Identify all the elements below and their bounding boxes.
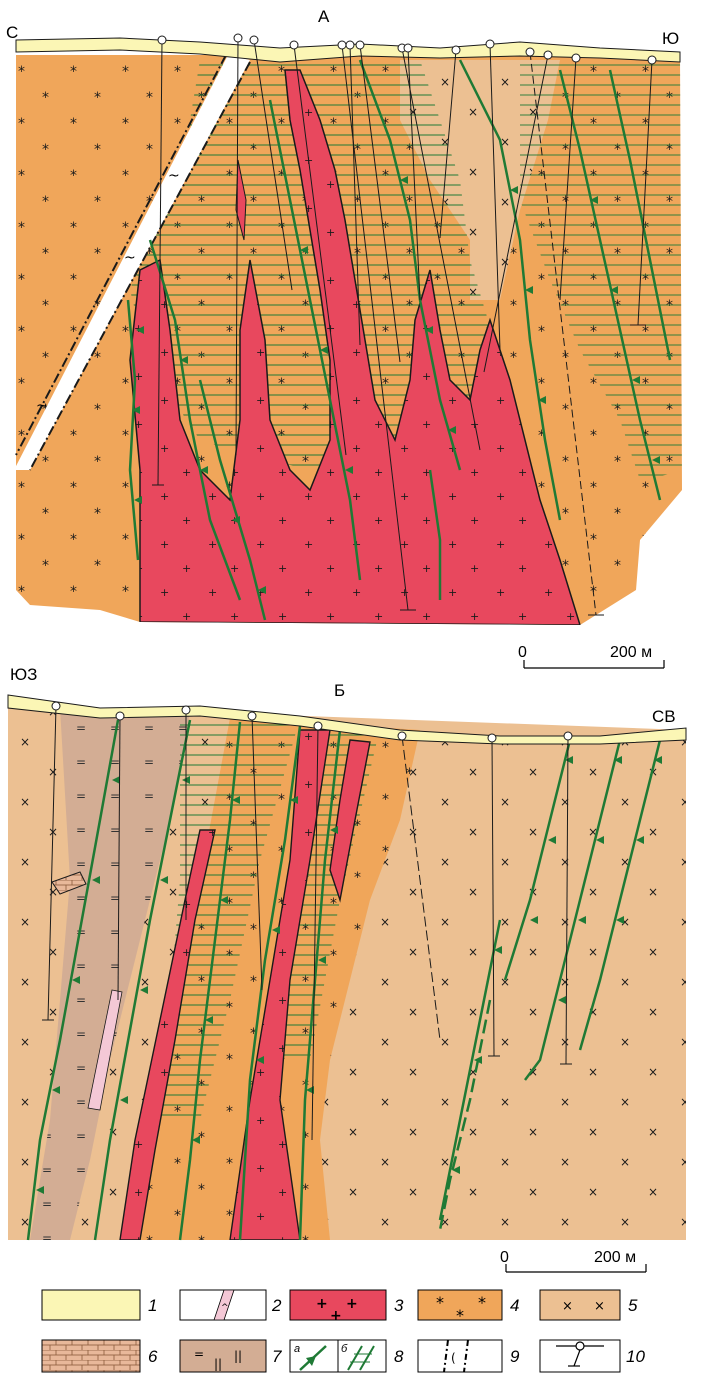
section-b-limestone-block	[51, 871, 87, 895]
section-b-scale-bar: 0 200 м	[500, 1249, 647, 1273]
svg-text:||: ||	[234, 1349, 242, 1363]
section-b-scale-zero: 0	[500, 1249, 509, 1266]
svg-text:*: *	[456, 1306, 464, 1325]
svg-text:~: ~	[168, 168, 180, 184]
svg-text:||: ||	[214, 1357, 222, 1371]
section-a-scale-zero: 0	[518, 644, 527, 661]
svg-text:+: +	[330, 1308, 342, 1324]
section-a-thrust-marks	[132, 176, 660, 594]
legend-item-1: 1	[41, 1289, 157, 1321]
legend-item-10: 10	[539, 1339, 645, 1373]
svg-text:*: *	[436, 1293, 444, 1312]
svg-text:×: ×	[594, 1299, 605, 1314]
svg-text:+: +	[346, 1296, 358, 1312]
section-a-hatched-zone	[130, 60, 500, 480]
legend-num-3: 3	[394, 1296, 404, 1315]
legend-item-4: * * * 4	[417, 1289, 519, 1325]
svg-text:=: =	[194, 1347, 204, 1361]
legend-num-2: 2	[271, 1296, 282, 1315]
section-a-label: А	[318, 7, 330, 26]
section-a-right-direction: Ю	[662, 29, 679, 48]
legend-item-6: 6	[41, 1339, 158, 1373]
section-b-borehole-heads	[51, 701, 573, 743]
section-b-boreholes	[42, 705, 572, 1141]
legend-item-8: а б 8	[289, 1339, 404, 1373]
section-a-fault-dike	[14, 55, 250, 470]
section-a-boreholes	[152, 37, 653, 616]
section-b-zone-boundaries	[26, 719, 662, 1241]
legend-num-5: 5	[628, 1296, 638, 1315]
section-a-scale-end: 200 м	[610, 644, 652, 661]
section-a-surface-cover	[15, 37, 681, 63]
section-b-surface-cover	[7, 694, 687, 745]
section-a-scale-bar: 0 200 м	[518, 644, 665, 669]
legend-item-5: × × 5	[539, 1289, 638, 1321]
svg-text:*: *	[478, 1293, 486, 1312]
legend-num-8: 8	[394, 1347, 404, 1366]
svg-text:×: ×	[562, 1299, 573, 1314]
svg-text:~: ~	[36, 398, 48, 414]
section-a-left-direction: С	[6, 23, 18, 42]
legend-8-sub-b: б	[341, 1343, 348, 1355]
svg-text:(: (	[451, 1351, 456, 1365]
svg-text:^: ^	[221, 1303, 229, 1313]
legend-item-9: ( 9	[417, 1339, 520, 1373]
legend-8-sub-a: а	[294, 1343, 300, 1355]
section-b-left-direction: ЮЗ	[10, 665, 37, 684]
legend-item-3: + + + 3	[289, 1289, 404, 1324]
section-b: ЮЗ Б СВ 0 200 м	[7, 665, 687, 1273]
section-b-dike	[87, 989, 123, 1111]
section-b-scale-end: 200 м	[594, 1249, 636, 1266]
legend: 1 ^ 2 + + + 3 * * * 4 × × 5	[41, 1289, 645, 1373]
section-b-right-direction: СВ	[652, 707, 676, 726]
section-a-borehole-heads	[157, 33, 657, 65]
legend-num-7: 7	[272, 1347, 282, 1366]
legend-item-2: ^ 2	[179, 1289, 282, 1321]
svg-text:~: ~	[124, 250, 136, 266]
section-b-label: Б	[334, 681, 345, 700]
legend-num-10: 10	[626, 1347, 645, 1366]
legend-item-7: = || || 7	[179, 1339, 282, 1373]
svg-text:+: +	[316, 1296, 328, 1312]
legend-num-6: 6	[148, 1347, 158, 1366]
legend-num-9: 9	[510, 1347, 520, 1366]
section-b-thrust-marks	[36, 756, 662, 1194]
legend-num-1: 1	[148, 1296, 157, 1315]
legend-num-4: 4	[510, 1296, 519, 1315]
section-a: ~ ~ ~	[6, 7, 682, 669]
